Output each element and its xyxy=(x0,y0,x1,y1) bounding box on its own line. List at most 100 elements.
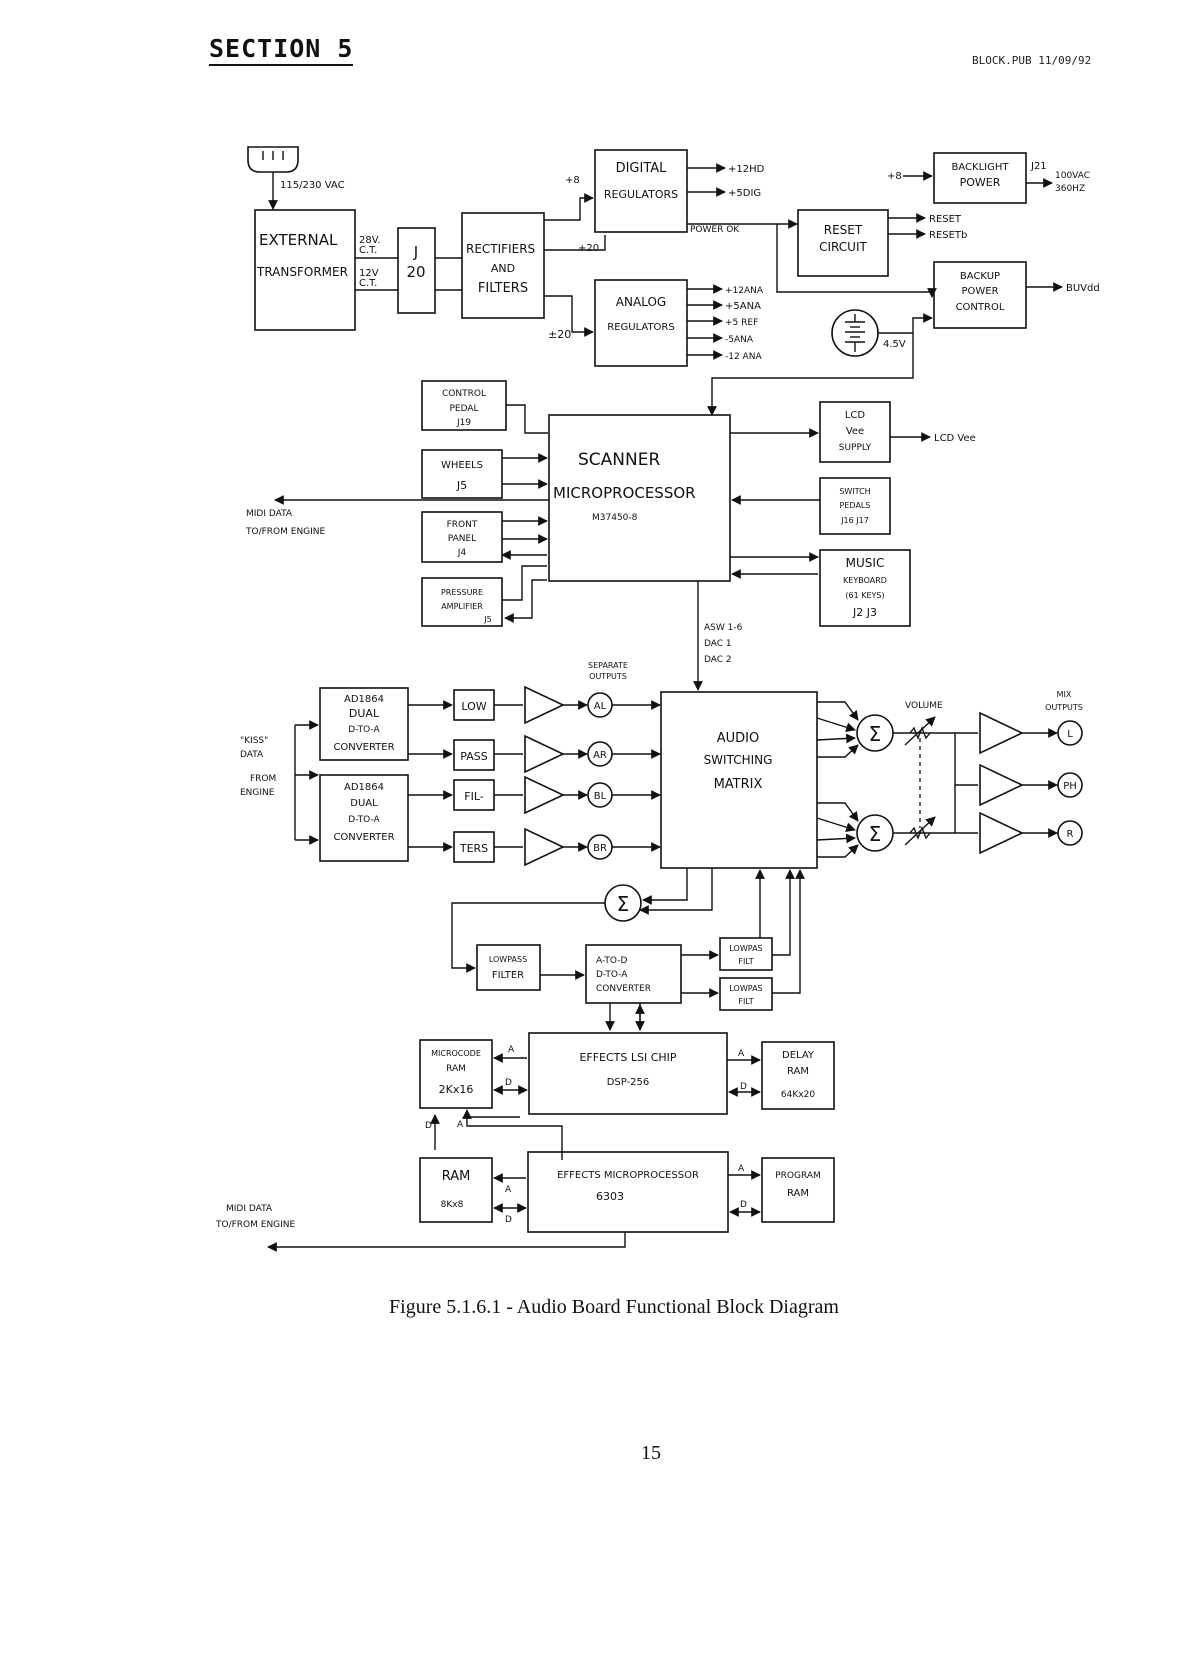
mix-outputs-sub-label: OUTPUTS xyxy=(1045,703,1083,712)
external-transformer-block: EXTERNAL TRANSFORMER xyxy=(254,209,356,331)
backlight-output-100vac: 100VAC xyxy=(1055,171,1090,181)
svg-text:REGULATORS: REGULATORS xyxy=(604,188,678,201)
svg-text:PANEL: PANEL xyxy=(448,534,476,544)
svg-text:RECTIFIERS: RECTIFIERS xyxy=(466,242,535,256)
svg-text:M37450-8: M37450-8 xyxy=(592,513,638,523)
svg-text:64Kx20: 64Kx20 xyxy=(781,1090,815,1100)
kiss-engine-label: ENGINE xyxy=(240,788,275,798)
reset-output: RESET xyxy=(929,214,962,225)
svg-text:MUSIC: MUSIC xyxy=(846,556,885,570)
svg-text:DUAL: DUAL xyxy=(349,707,380,720)
effects-microprocessor-block: EFFECTS MICROPROCESSOR 6303 xyxy=(527,1151,729,1233)
power-input-label: 115/230 VAC xyxy=(280,180,345,191)
svg-text:MATRIX: MATRIX xyxy=(714,777,763,792)
svg-text:CONTROL: CONTROL xyxy=(442,389,486,399)
backup-power-control-block: BACKUP POWER CONTROL xyxy=(933,261,1027,329)
svg-text:RAM: RAM xyxy=(787,1188,809,1199)
ct12-label: 12V xyxy=(359,268,379,279)
page-number: 15 xyxy=(0,1442,1182,1465)
svg-text:MICROPROCESSOR: MICROPROCESSOR xyxy=(553,484,696,502)
microcode-bus-d: D xyxy=(505,1078,512,1088)
kiss-data-sub-label: DATA xyxy=(240,750,264,760)
buvdd-label: BUVdd xyxy=(1066,283,1100,294)
music-keyboard-block: MUSIC KEYBOARD (61 KEYS) J2 J3 xyxy=(819,549,911,627)
dig-out-12hd: +12HD xyxy=(728,164,765,175)
battery-voltage-label: 4.5V xyxy=(883,339,906,350)
svg-text:ANALOG: ANALOG xyxy=(616,295,666,309)
lowpass-filter-small-2: LOWPAS FILT xyxy=(719,977,773,1011)
svg-text:EFFECTS LSI CHIP: EFFECTS LSI CHIP xyxy=(579,1051,676,1064)
lowpass-filter-low: LOW xyxy=(453,689,495,721)
ana-out-5ana: +5ANA xyxy=(725,301,761,312)
amplifier-al xyxy=(524,685,565,725)
mix-amp-l xyxy=(979,711,1024,755)
svg-text:DIGITAL: DIGITAL xyxy=(616,161,668,176)
control-pedal-block: CONTROL PEDAL J19 xyxy=(421,380,507,431)
digital-regulators-block: DIGITAL REGULATORS xyxy=(594,149,688,233)
svg-text:LOWPAS: LOWPAS xyxy=(729,984,762,993)
svg-text:L: L xyxy=(1067,729,1073,740)
lcd-vee-supply-block: LCD Vee SUPPLY xyxy=(819,401,891,463)
program-bus-a: A xyxy=(738,1164,745,1174)
kiss-data-label: "KISS" xyxy=(240,736,268,746)
mix-output-jack-ph: PH xyxy=(1057,772,1083,798)
svg-text:BACKUP: BACKUP xyxy=(960,271,1000,282)
dac2-converter-block: AD1864 DUAL D-TO-A CONVERTER xyxy=(319,774,409,862)
feedback-summer: Σ xyxy=(604,884,642,922)
svg-text:DSP-256: DSP-256 xyxy=(607,1077,650,1088)
mix-output-jack-r: R xyxy=(1057,820,1083,846)
svg-text:BL: BL xyxy=(594,791,607,802)
program-ram-block: PROGRAM RAM xyxy=(761,1157,835,1223)
svg-text:CONVERTER: CONVERTER xyxy=(333,742,394,753)
svg-text:FIL-: FIL- xyxy=(464,790,484,803)
svg-text:J2 J3: J2 J3 xyxy=(852,606,877,619)
wheels-block: WHEELS J5 xyxy=(421,449,503,499)
svg-text:D-TO-A: D-TO-A xyxy=(596,970,628,980)
separate-outputs-sub-label: OUTPUTS xyxy=(589,672,627,681)
svg-text:CONTROL: CONTROL xyxy=(956,302,1005,313)
svg-text:BR: BR xyxy=(593,843,607,854)
lcd-vee-output: LCD Vee xyxy=(934,433,976,444)
svg-text:6303: 6303 xyxy=(596,1190,624,1203)
mix-amp-r xyxy=(979,811,1024,855)
svg-text:LOW: LOW xyxy=(461,700,486,713)
ram-bus-d: D xyxy=(505,1215,512,1225)
svg-text:DUAL: DUAL xyxy=(350,798,378,809)
summer-2: Σ xyxy=(856,814,894,852)
svg-text:(61 KEYS): (61 KEYS) xyxy=(845,591,884,600)
dac2-label: DAC 2 xyxy=(704,655,732,665)
resetb-output: RESETb xyxy=(929,230,967,241)
svg-text:PEDAL: PEDAL xyxy=(449,404,478,414)
ana-out-5ref: +5 REF xyxy=(725,318,758,328)
analog-regulators-block: ANALOG REGULATORS xyxy=(594,279,688,367)
battery-icon xyxy=(831,309,879,357)
svg-text:REGULATORS: REGULATORS xyxy=(607,322,674,333)
svg-text:EXTERNAL: EXTERNAL xyxy=(259,231,338,249)
svg-text:J: J xyxy=(413,243,418,261)
ct12-sub-label: C.T. xyxy=(359,278,377,289)
svg-text:SCANNER: SCANNER xyxy=(578,450,660,470)
ram-8kx8-block: RAM 8Kx8 xyxy=(419,1157,493,1223)
volume-pot-2 xyxy=(904,816,936,846)
section-heading: SECTION 5 xyxy=(209,34,354,66)
svg-text:RAM: RAM xyxy=(446,1064,466,1074)
separate-outputs-label: SEPARATE xyxy=(588,661,628,670)
lowpass-filter-ters: TERS xyxy=(453,831,495,863)
ad-da-converter-block: A-TO-D D-TO-A CONVERTER xyxy=(585,944,682,1004)
asw-label: ASW 1-6 xyxy=(704,623,743,633)
svg-text:8Kx8: 8Kx8 xyxy=(441,1200,464,1210)
rectifiers-filters-block: RECTIFIERS AND FILTERS xyxy=(461,212,545,319)
svg-text:POWER: POWER xyxy=(960,176,1001,189)
volume-pot-1 xyxy=(904,716,936,746)
page-number-text: 15 xyxy=(641,1442,661,1464)
lowpass-filter-block: LOWPASS FILTER xyxy=(476,944,541,991)
amplifier-bl xyxy=(524,775,565,815)
midi-bottom-label: MIDI DATA xyxy=(226,1204,273,1214)
output-jack-br: BR xyxy=(587,834,613,860)
output-jack-ar: AR xyxy=(587,741,613,767)
svg-text:BACKLIGHT: BACKLIGHT xyxy=(952,162,1010,173)
midi-bottom-sub-label: TO/FROM ENGINE xyxy=(215,1220,296,1230)
svg-text:2Kx16: 2Kx16 xyxy=(439,1083,474,1096)
microcode-ram-block: MICROCODE RAM 2Kx16 xyxy=(419,1039,493,1109)
svg-text:SUPPLY: SUPPLY xyxy=(839,443,872,453)
